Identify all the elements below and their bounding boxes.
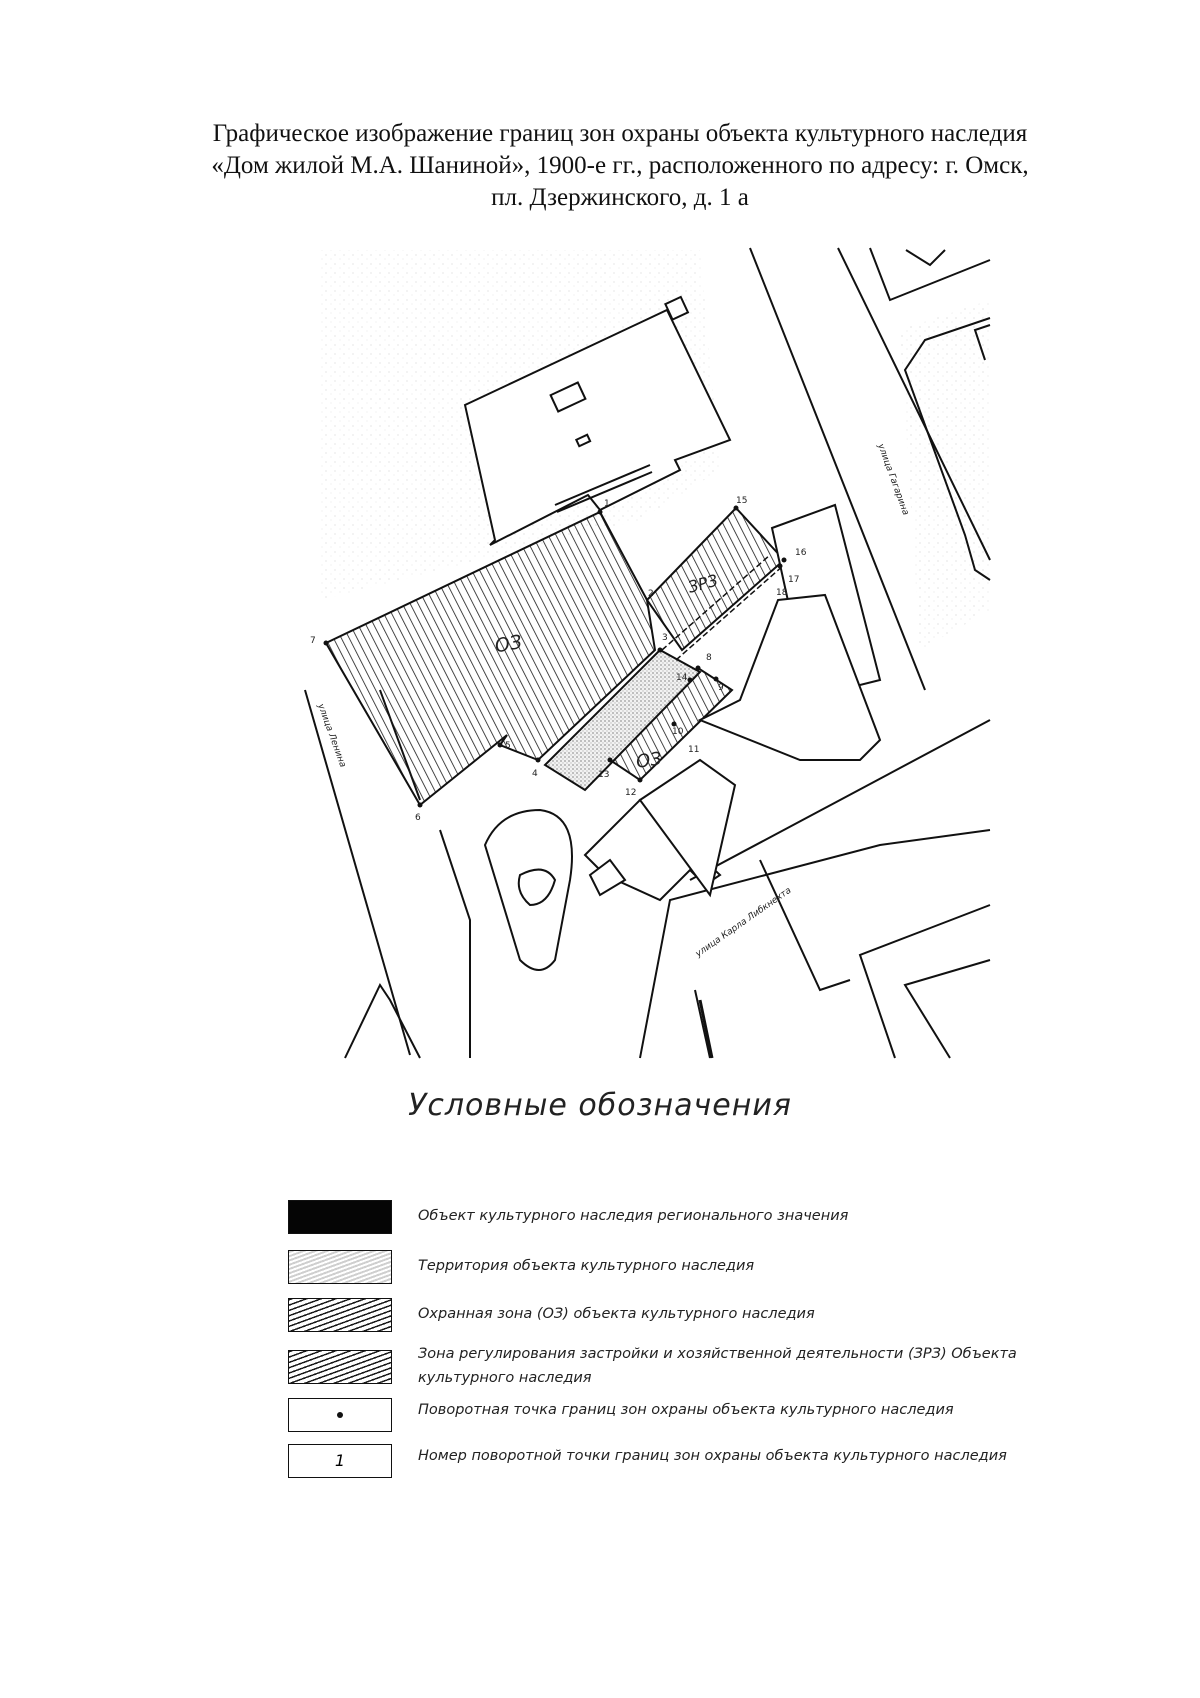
hatch-fill-swatch [288, 1298, 392, 1332]
black-fill-swatch [288, 1200, 392, 1234]
heritage-territory [543, 648, 702, 792]
site-plan-map: 1 2 3 4 5 6 7 8 9 10 11 12 13 14 15 16 1… [304, 247, 991, 1059]
point-label-18: 18 [776, 588, 788, 598]
turning-points [323, 505, 787, 808]
hatch-fill-swatch [288, 1350, 392, 1384]
legend-text: Объект культурного наследия региональног… [418, 1208, 849, 1224]
point-label-13: 13 [598, 770, 609, 780]
point-label-1: 1 [604, 499, 610, 509]
legend-text: Поворотная точка границ зон охраны объек… [418, 1402, 954, 1418]
point-label-12: 12 [625, 788, 636, 798]
zrz-dashed-lines [661, 554, 785, 661]
legend-text-line-1: Зона регулирования застройки и хозяйстве… [418, 1346, 1017, 1362]
point-label-3: 3 [662, 633, 668, 643]
zone-labels: ОЗ ОЗ ЗРЗ [493, 571, 720, 773]
point-label-4: 4 [532, 769, 538, 779]
point-label-14: 14 [676, 673, 688, 683]
title-line-3: пл. Дзержинского, д. 1 а [491, 184, 749, 211]
legend-text: Охранная зона (ОЗ) объекта культурного н… [418, 1306, 815, 1322]
street-lines [304, 247, 991, 1059]
zone-label-oz-small: ОЗ [635, 748, 664, 772]
legend-text: Номер поворотной точки границ зон охраны… [418, 1448, 1007, 1464]
point-swatch [288, 1398, 392, 1432]
number-swatch: 1 [288, 1444, 392, 1478]
dotted-fill-swatch [288, 1250, 392, 1284]
legend-title: Условные обозначения [408, 1088, 792, 1123]
building-north [463, 295, 732, 546]
buildings-east [583, 503, 882, 902]
document-title: Графическое изображение границ зон охран… [120, 118, 1120, 214]
number-swatch-label: 1 [334, 1451, 346, 1470]
point-label-5: 5 [505, 741, 511, 751]
point-label-17: 17 [788, 575, 799, 585]
point-label-15: 15 [736, 496, 747, 506]
square-island [483, 808, 573, 971]
point-label-2: 2 [648, 589, 654, 599]
point-label-6: 6 [415, 813, 421, 823]
street-label-karla-libknekhta: улица Карла Либкнехта [693, 886, 793, 960]
point-label-16: 16 [795, 548, 807, 558]
point-label-8: 8 [706, 653, 712, 663]
legend-text-line-2: культурного наследия [418, 1370, 592, 1386]
point-label-7: 7 [310, 636, 316, 646]
title-line-2: «Дом жилой М.А. Шаниной», 1900-е гг., ра… [211, 152, 1029, 179]
point-numbers: 1 2 3 4 5 6 7 8 9 10 11 12 13 14 15 16 1… [310, 496, 807, 823]
street-label-gagarina: улица Гагарина [875, 442, 910, 517]
point-label-9: 9 [718, 683, 724, 693]
point-label-11: 11 [688, 745, 699, 755]
zone-label-oz: ОЗ [493, 631, 524, 657]
legend-text: Зона регулирования застройки и хозяйстве… [418, 1342, 1028, 1390]
legend-text: Территория объекта культурного наследия [418, 1258, 755, 1274]
point-label-10: 10 [672, 727, 684, 737]
title-line-1: Графическое изображение границ зон охран… [212, 120, 1028, 147]
street-label-lenina: улица Ленина [315, 702, 348, 769]
